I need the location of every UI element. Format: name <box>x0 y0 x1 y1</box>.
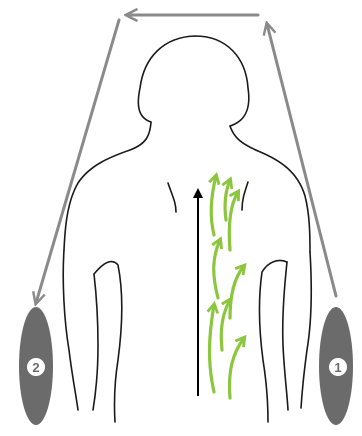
body-outline <box>63 36 311 422</box>
stroke-arrows <box>210 176 245 398</box>
stroke-arrow-icon <box>211 176 216 235</box>
stroke-arrow-icon <box>229 192 238 250</box>
head-outline <box>138 36 248 126</box>
marker-2-group: 2 <box>19 307 53 425</box>
right-arm-inner <box>283 262 288 410</box>
marker-label-2: 2 <box>32 360 39 375</box>
stroke-arrow-icon <box>214 240 220 298</box>
down-arrow-icon <box>36 20 119 303</box>
stroke-arrow-icon <box>221 300 230 350</box>
marker-1-group: 1 <box>319 307 353 425</box>
stroke-arrow-icon <box>210 305 215 392</box>
left-arm <box>63 250 78 410</box>
stroke-arrow-icon <box>230 338 244 398</box>
stroke-arrow-icon <box>230 266 244 318</box>
marker-label-1: 1 <box>334 360 341 375</box>
left-shoulder <box>64 122 151 250</box>
right-scapula <box>242 182 248 210</box>
left-scapula <box>168 183 176 212</box>
right-arm <box>301 252 311 408</box>
left-arm-inner <box>93 274 98 410</box>
guide-arrows <box>36 15 336 303</box>
